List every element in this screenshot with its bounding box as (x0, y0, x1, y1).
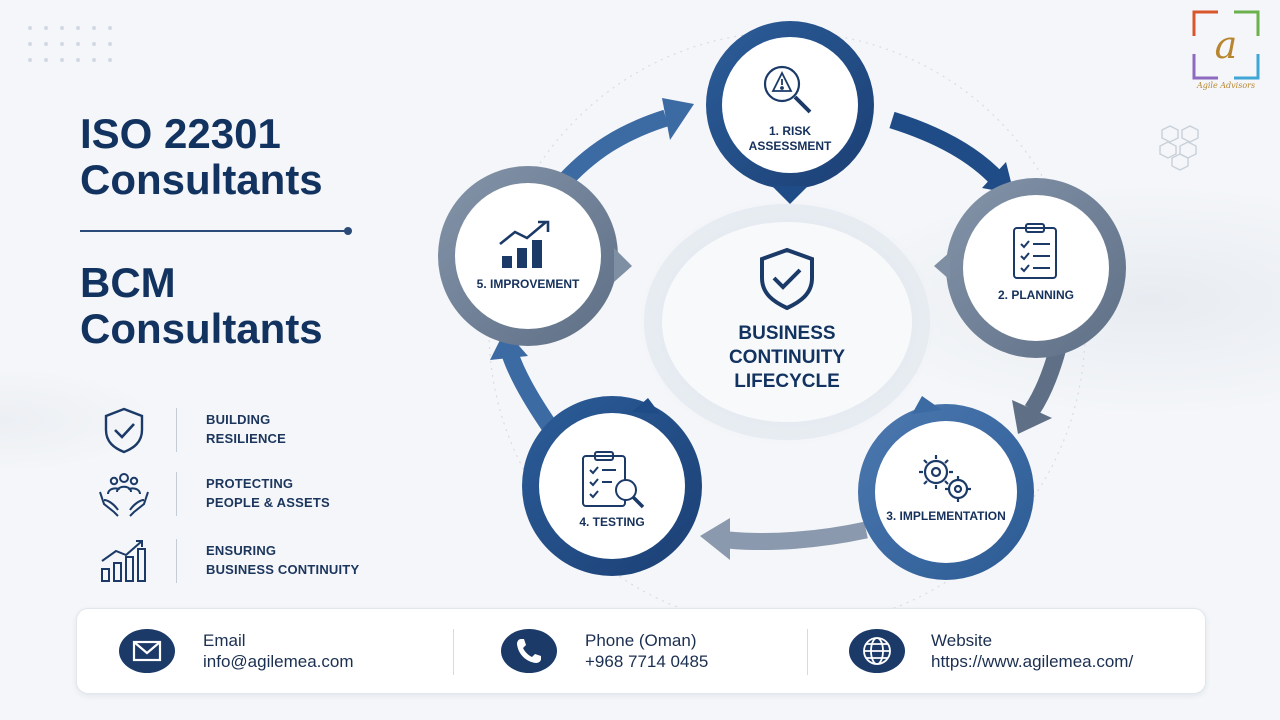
feature-label: BUILDING RESILIENCE (206, 410, 286, 448)
step-label-testing: 4. TESTING (552, 515, 672, 530)
logo-letter: a (1215, 23, 1238, 67)
step-circle-2 (934, 178, 1126, 358)
feature-separator (176, 539, 177, 583)
clipboard-search-icon (582, 451, 645, 509)
feature-separator (176, 408, 177, 452)
step-circle-3 (858, 396, 1034, 580)
phone-label: Phone (Oman) (585, 631, 697, 650)
email-label: Email (203, 631, 246, 650)
feature-label-line1: BUILDING (206, 412, 271, 427)
feature-label: ENSURING BUSINESS CONTINUITY (206, 541, 359, 579)
bar-chart-trend-icon (499, 220, 550, 268)
step-label-line1: 1. RISK (768, 124, 811, 138)
website-label: Website (931, 631, 993, 650)
contact-bar: Email info@agilemea.com Phone (Oman) +96… (76, 608, 1206, 694)
arrow-1-to-2 (889, 111, 1014, 194)
step-circle-1 (706, 21, 874, 204)
headline-bcm-line1: BCM (80, 259, 176, 306)
hexagon-cluster-icon (1159, 125, 1199, 171)
website-link[interactable]: https://www.agilemea.com/ (931, 652, 1134, 671)
headline-iso-line2: Consultants (80, 156, 323, 203)
feature-label: PROTECTING PEOPLE & ASSETS (206, 474, 330, 512)
center-circle (662, 222, 912, 422)
step-circle-5 (438, 166, 632, 346)
agile-advisors-logo: a (1192, 10, 1260, 80)
feature-label-line2: BUSINESS CONTINUITY (206, 562, 360, 577)
feature-item-protecting: PROTECTING PEOPLE & ASSETS (96, 470, 416, 520)
feature-label-line2: RESILIENCE (206, 431, 287, 446)
headline-bcm-line2: Consultants (80, 305, 323, 352)
headline-bcm: BCM Consultants (80, 260, 323, 352)
clipboard-checklist-icon (1013, 223, 1057, 279)
feature-item-continuity: ENSURING BUSINESS CONTINUITY (96, 537, 416, 587)
feature-label-line1: ENSURING (206, 543, 277, 558)
step-label-planning: 2. PLANNING (976, 288, 1096, 303)
feature-label-line2: PEOPLE & ASSETS (206, 495, 330, 510)
decorative-dot-grid (28, 26, 124, 74)
risk-search-icon (763, 65, 812, 114)
step-label-line1: 4. TESTING (579, 515, 645, 529)
step-label-line2: ASSESSMENT (748, 139, 832, 153)
arrow-4-to-5 (490, 330, 559, 435)
contact-separator (453, 629, 454, 675)
step-label-line1: 5. IMPROVEMENT (476, 277, 580, 291)
shield-check-icon (104, 407, 144, 454)
headline-iso-line1: ISO 22301 (80, 110, 281, 157)
email-icon (119, 629, 175, 673)
center-title-line1: BUSINESS (738, 323, 836, 344)
arrow-2-to-3 (1012, 345, 1067, 434)
headline-iso: ISO 22301 Consultants (80, 111, 323, 203)
step-label-line1: 2. PLANNING (997, 288, 1074, 302)
headline-divider (80, 227, 352, 235)
center-title-line2: CONTINUITY (728, 347, 846, 368)
people-hands-icon (99, 473, 149, 517)
center-title-line3: LIFECYCLE (734, 371, 840, 392)
phone-icon (501, 629, 557, 673)
globe-icon (849, 629, 905, 673)
center-title: BUSINESS CONTINUITY LIFECYCLE (670, 322, 904, 394)
feature-label-line1: PROTECTING (206, 476, 294, 491)
email-link[interactable]: info@agilemea.com (203, 652, 354, 671)
step-label-implementation: 3. IMPLEMENTATION (876, 509, 1016, 524)
arrow-3-to-4 (700, 518, 868, 560)
step-label-risk-assessment: 1. RISK ASSESSMENT (730, 124, 850, 154)
logo-text: Agile Advisors (1196, 81, 1256, 90)
feature-separator (176, 472, 177, 516)
shield-check-icon (760, 247, 814, 310)
step-circle-4 (522, 396, 702, 576)
step-label-improvement: 5. IMPROVEMENT (458, 277, 598, 292)
phone-link[interactable]: +968 7714 0485 (585, 652, 709, 671)
growth-chart-icon (101, 540, 146, 582)
step-label-line1: 3. IMPLEMENTATION (886, 509, 1006, 523)
arrow-5-to-1 (553, 98, 694, 192)
contact-separator (807, 629, 808, 675)
gears-icon (919, 455, 971, 502)
feature-item-resilience: BUILDING RESILIENCE (96, 406, 416, 456)
